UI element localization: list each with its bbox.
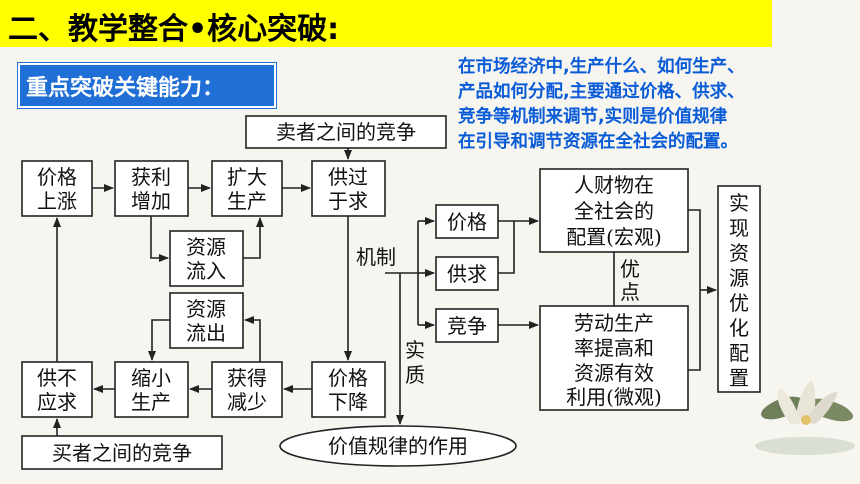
mech-supply-label: 供求 <box>447 262 487 286</box>
supply-exceeds-label: 于求 <box>328 189 368 213</box>
lotus-decoration <box>755 380 855 455</box>
connector <box>498 221 515 274</box>
supply-exceeds-box <box>311 160 386 217</box>
title-bar <box>0 0 772 47</box>
shrink-production-label: 生产 <box>131 390 171 414</box>
micro-box <box>539 305 689 411</box>
optimize-label: 资 <box>729 241 749 265</box>
note-line: 在引导和调节资源在全社会的配置。 <box>458 132 738 152</box>
note-line: 竞争等机制来调节,实则是价值规律 <box>458 107 728 127</box>
shrink-production-label: 缩小 <box>131 366 171 390</box>
resource-outflow-box <box>169 292 244 349</box>
supply-short-label: 应求 <box>37 390 77 414</box>
advantage-label: 点 <box>620 280 640 304</box>
slide-title: 二、教学整合•核心突破: <box>8 12 340 47</box>
supply-exceeds-label: 供过 <box>328 165 368 189</box>
optimize-label: 配 <box>729 341 749 365</box>
profit-decrease-box <box>211 361 283 418</box>
seller-competition-box <box>245 115 447 149</box>
price-fall-label: 价格 <box>328 366 368 390</box>
macro-label: 人财物在 <box>574 173 654 197</box>
macro-box <box>539 168 689 253</box>
resource-inflow-label: 资源 <box>186 235 226 259</box>
profit-decrease-label: 减少 <box>227 390 267 414</box>
seller-competition-label: 卖者之间的竞争 <box>276 120 416 144</box>
key-ability-box <box>18 63 276 108</box>
law-of-value-ellipse <box>279 425 517 467</box>
optimize-label: 现 <box>729 216 749 240</box>
mech-price-box <box>435 204 499 239</box>
resource-outflow-label: 流出 <box>186 321 226 345</box>
mechanism-label: 机制 <box>356 245 396 269</box>
micro-label: 劳动生产 <box>574 311 654 335</box>
price-fall-box <box>311 361 386 418</box>
key-ability-label: 重点突破关键能力： <box>26 76 225 101</box>
essence-label: 质 <box>405 363 425 387</box>
profit-increase-label: 获利 <box>131 165 171 189</box>
optimize-label: 置 <box>729 366 749 390</box>
note-line: 产品如何分配,主要通过价格、供求、 <box>458 82 745 102</box>
mech-supply-box <box>435 256 499 291</box>
macro-label: 配置(宏观) <box>566 225 662 249</box>
buyer-competition-box <box>21 435 223 470</box>
price-rise-label: 上涨 <box>37 189 77 213</box>
resource-outflow-label: 资源 <box>186 297 226 321</box>
micro-label: 利用(微观) <box>566 385 662 409</box>
shrink-production-box <box>114 361 189 418</box>
profit-increase-box <box>114 160 189 217</box>
profit-increase-label: 增加 <box>131 189 171 213</box>
micro-label: 资源有效 <box>574 361 654 385</box>
price-rise-box <box>21 160 93 217</box>
arrow <box>148 319 170 361</box>
connector <box>688 209 701 371</box>
resource-inflow-label: 流入 <box>186 259 226 283</box>
optimize-label: 实 <box>729 191 749 215</box>
price-rise-label: 价格 <box>37 165 77 189</box>
supply-short-box <box>21 361 93 418</box>
macro-label: 全社会的 <box>574 199 654 223</box>
mech-competition-label: 竞争 <box>447 314 487 338</box>
expand-production-label: 扩大 <box>227 165 267 189</box>
arrow <box>243 217 264 259</box>
law-of-value-label: 价值规律的作用 <box>328 434 468 458</box>
mech-price-label: 价格 <box>447 210 487 234</box>
price-fall-label: 下降 <box>328 390 368 414</box>
profit-decrease-label: 获得 <box>227 366 267 390</box>
expand-production-label: 生产 <box>227 189 267 213</box>
explanation-note: 在市场经济中,生产什么、如何生产、 产品如何分配,主要通过价格、供求、 竞争等机… <box>458 55 858 155</box>
optimize-label: 源 <box>729 266 749 290</box>
note-line: 在市场经济中,生产什么、如何生产、 <box>458 57 745 77</box>
micro-label: 率提高和 <box>574 336 654 360</box>
resource-inflow-box <box>169 230 244 287</box>
essence-label: 实 <box>405 338 425 362</box>
buyer-competition-label: 买者之间的竞争 <box>52 441 192 465</box>
optimize-box <box>717 185 761 393</box>
optimize-label: 化 <box>729 316 749 340</box>
advantage-label: 优 <box>620 257 640 281</box>
arrow <box>150 216 169 262</box>
arrow <box>244 316 261 362</box>
supply-short-label: 供不 <box>37 366 77 390</box>
optimize-label: 优 <box>729 291 749 315</box>
